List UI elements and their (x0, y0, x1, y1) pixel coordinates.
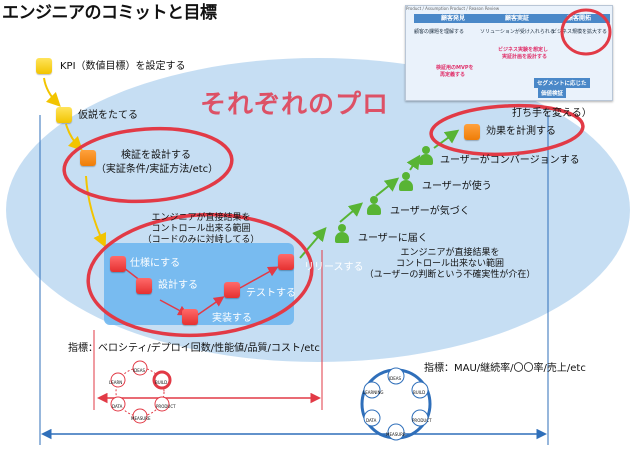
step-implement-label: 実装する (212, 313, 252, 325)
cycle-label-data: DATA (112, 401, 122, 413)
note-uncontrollable-line1: エンジニアが直接結果を (350, 248, 550, 259)
cycle-label-build-large: BUILD (413, 387, 425, 399)
cycle-label-product-large: PRODUCT (412, 415, 432, 427)
user-reach-label: ユーザーに届く (358, 233, 428, 245)
step-design-validation-label: 検証を設計する (96, 150, 216, 162)
design-square-icon (136, 278, 152, 294)
user-convert-icon (418, 146, 434, 166)
user-convert-label: ユーザーがコンバージョンする (440, 155, 580, 167)
implement-square-icon (182, 309, 198, 325)
slide-thumbnail: Product / Assumption Product / Reason Re… (405, 5, 613, 101)
user-notice-icon (366, 196, 382, 216)
cycle-label-build: BUILD (155, 377, 167, 389)
test-square-icon (224, 282, 240, 298)
release-square-icon (278, 254, 294, 270)
note-uncontrollable-line2: コントロール出来ない範囲 (350, 259, 550, 270)
user-reach-icon (334, 224, 350, 244)
note-controllable-line3: （コードのみに対峙してる） (136, 235, 266, 246)
metric-business-label: 指標：MAU/継続率/〇〇率/売上/etc (424, 363, 586, 375)
step-design-validation-sub: （実証条件/実証方法/etc） (92, 164, 222, 176)
cycle-label-learning-large: LEARNING (363, 387, 384, 399)
step-test-label: テストする (246, 288, 296, 300)
step-design-label: 設計する (158, 280, 198, 292)
user-notice-label: ユーザーが気づく (390, 206, 470, 218)
cycle-label-ideas: IDEAS (133, 365, 145, 377)
spec-square-icon (110, 256, 126, 272)
note-controllable-line2: コントロール出来る範囲 (136, 224, 266, 235)
step-hypothesis-label: 仮説をたてる (78, 110, 138, 122)
cycle-label-data-large: DATA (366, 415, 376, 427)
step-spec-label: 仕様にする (130, 258, 180, 270)
dev-area-box (104, 243, 294, 325)
measure-square-icon (464, 124, 480, 140)
step-kpi-label: KPI（数値目標）を設定する (60, 61, 186, 73)
cycle-label-ideas-large: IDEAS (389, 373, 401, 385)
step-measure-label: 効果を計測する (486, 126, 556, 138)
metric-engineer-label: 指標：ベロシティ/デプロイ回数/性能値/品質/コスト/etc (68, 343, 320, 355)
cycle-label-product: PRODUCT (156, 401, 176, 413)
kpi-square-icon (36, 58, 52, 74)
cycle-label-measure-large: MEASURE (386, 429, 406, 441)
user-use-icon (398, 172, 414, 192)
note-controllable-line1: エンジニアが直接結果を (136, 213, 266, 224)
note-uncontrollable-line3: （ユーザーの判断という不確実性が介在） (350, 270, 550, 281)
cycle-label-measure: MEASURE (131, 413, 151, 425)
cycle-label-learn: LEARN (109, 377, 122, 389)
user-use-label: ユーザーが使う (422, 181, 492, 193)
watermark-text: それぞれのプロ (200, 84, 389, 121)
hypothesis-square-icon (56, 107, 72, 123)
partial-top-label: 打ち手を変える） (512, 108, 592, 120)
thumbnail-highlight (406, 6, 612, 100)
